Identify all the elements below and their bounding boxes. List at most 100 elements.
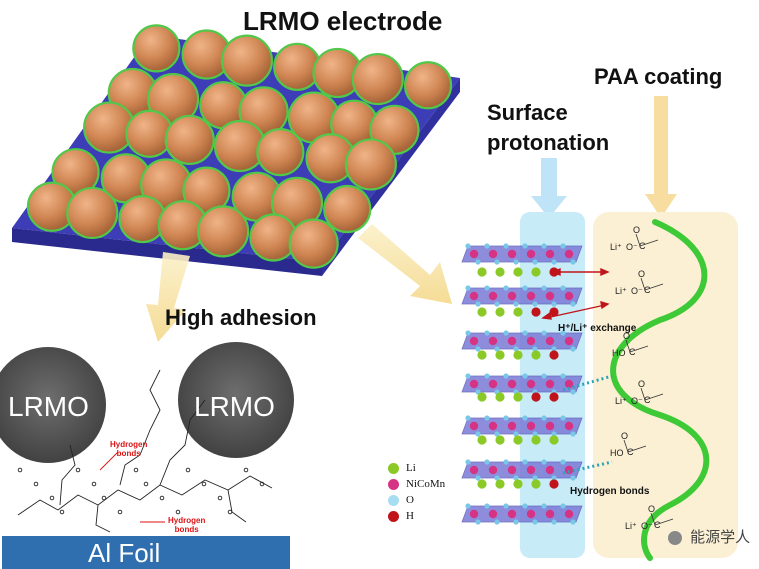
nicomn-atom (564, 249, 574, 259)
li-ion-label: Li⁺ (615, 396, 627, 406)
adhesion-panel (0, 342, 294, 569)
oxygen-atom (465, 243, 471, 249)
electrode-particles (26, 24, 453, 269)
nicomn-atom (469, 336, 479, 346)
carboxyl-bond (639, 239, 659, 247)
electrode-title: LRMO electrode (243, 6, 443, 36)
lrmo-label-left: LRMO (8, 391, 89, 422)
oxygen-atom (513, 346, 519, 352)
oxygen-atom (560, 459, 566, 465)
o-minus-label: O⁻ (626, 242, 638, 252)
nicomn-atom (469, 379, 479, 389)
legend-label-h: H (406, 510, 414, 522)
oxygen-atom (465, 285, 471, 291)
oxygen-atom (551, 431, 557, 437)
lithium-atom (477, 479, 487, 489)
nicomn-atom (564, 291, 574, 301)
surface-protonation-title: Surface protonation (487, 98, 609, 158)
lithium-atom (513, 307, 523, 317)
binder-atom (143, 481, 149, 487)
oxygen-atom (503, 243, 509, 249)
carboxyl-bond (640, 277, 646, 291)
oxygen-atom (522, 415, 528, 421)
li-ion-label: Li⁺ (615, 286, 627, 296)
oxygen-atom (475, 259, 481, 265)
binder-atom (59, 509, 65, 515)
oxygen-atom (484, 330, 490, 336)
li-exchange-arrows (541, 267, 610, 320)
oxygen-atom (494, 519, 500, 525)
nicomn-atom (564, 336, 574, 346)
oxygen-atom (551, 301, 557, 307)
nicomn-atom (488, 336, 498, 346)
watermark: 能源学人 (668, 526, 750, 547)
nicomn-atom (564, 421, 574, 431)
nicomn-atom (469, 421, 479, 431)
legend-swatch-h (388, 510, 399, 522)
oxygen-atom (541, 373, 547, 379)
lithium-atom (513, 435, 523, 445)
lithium-atom (477, 267, 487, 277)
oxygen-atom (503, 415, 509, 421)
oxygen-atom (494, 301, 500, 307)
nicomn-atom (526, 249, 536, 259)
nicomn-atom (469, 249, 479, 259)
nicomn-atom (507, 465, 517, 475)
hbond-top-line-1: Hydrogen (110, 440, 148, 449)
binder-atom (217, 495, 223, 501)
adhesion-title: High adhesion (165, 305, 317, 330)
oxygen-atom (513, 475, 519, 481)
binder-atom (91, 481, 97, 487)
binder-atom (259, 481, 265, 487)
lithium-atom (531, 479, 541, 489)
oxygen-atom (503, 503, 509, 509)
legend-item-nicomn: NiCoMn (388, 476, 445, 492)
oxygen-atom (494, 475, 500, 481)
electrode-particle (196, 205, 250, 258)
crystal-hydrogen-bonds-label: Hydrogen bonds (570, 486, 650, 497)
nicomn-atom (526, 379, 536, 389)
hydrogen-bonds-label-bottom: Hydrogen bonds (168, 516, 205, 534)
lithium-atom (477, 350, 487, 360)
nicomn-atom (488, 291, 498, 301)
oxygen-atom (541, 459, 547, 465)
oxygen-label: O (638, 269, 645, 279)
nicomn-atom (564, 465, 574, 475)
oxygen-atom (494, 346, 500, 352)
carboxyl-bond (644, 393, 664, 401)
lithium-atom (531, 267, 541, 277)
oxygen-atom (513, 431, 519, 437)
legend-swatch-nicomn (388, 478, 399, 490)
nicomn-atom (545, 336, 555, 346)
oxygen-label: O (633, 225, 640, 235)
lithium-atom (495, 435, 505, 445)
oxygen-atom (560, 285, 566, 291)
arrow-paa-coating (645, 96, 677, 218)
oxygen-atom (484, 503, 490, 509)
binder-atom (49, 495, 55, 501)
electrode-particle (288, 218, 339, 269)
oxygen-atom (522, 373, 528, 379)
oxygen-atom (532, 301, 538, 307)
carboxyl-bond (635, 233, 641, 247)
nicomn-atom (469, 509, 479, 519)
electrode-particle (323, 184, 372, 234)
hydrogen-atom (531, 392, 541, 402)
carboxyl-bond (627, 445, 647, 453)
oxygen-atom (560, 373, 566, 379)
oxygen-atom (541, 285, 547, 291)
legend-item-o: O (388, 492, 445, 508)
arrow-to-adhesion (146, 252, 190, 342)
nicomn-atom (545, 465, 555, 475)
binder-atom (133, 467, 139, 473)
nicomn-atom (507, 421, 517, 431)
nicomn-atom (469, 291, 479, 301)
binder-branch (95, 504, 111, 533)
oxygen-atom (503, 459, 509, 465)
wechat-icon (668, 531, 682, 546)
electrode-particle (132, 24, 181, 73)
legend-label-o: O (406, 494, 414, 506)
oxygen-atom (465, 503, 471, 509)
lithium-atom (513, 479, 523, 489)
